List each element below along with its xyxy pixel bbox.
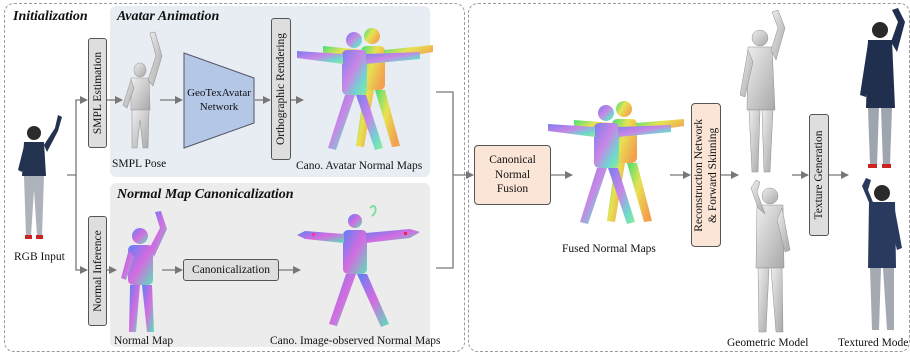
texture-generation-label: Texture Generation: [813, 130, 825, 220]
normal-inference-box: Normal Inference: [88, 216, 107, 326]
canonicalization-box: Canonicalization: [183, 259, 279, 281]
cano-image-observed-normal-maps-image: [297, 205, 420, 327]
textured-model-back-image: [862, 178, 902, 330]
initialization-title: Initialization: [13, 9, 88, 24]
cano-avatar-normal-maps-caption: Cano. Avatar Normal Maps: [296, 160, 423, 172]
cano-avatar-normal-maps-image: [297, 28, 433, 150]
geometric-model-caption: Geometric Model: [727, 337, 809, 349]
fused-normal-maps-image: [548, 101, 684, 224]
cano-image-observed-normal-maps-caption: Cano. Image-observed Normal Maps: [270, 335, 441, 347]
textured-model-front-image: [860, 8, 905, 168]
rgb-input-person-image: [18, 115, 62, 239]
smpl-estimation-label: SMPL Estimation: [91, 51, 104, 135]
left-panel: [4, 3, 465, 352]
normal-inference-label: Normal Inference: [91, 230, 104, 312]
geotexavatar-network-label: GeoTexAvatar Network: [187, 87, 251, 113]
rgb-input-caption: RGB Input: [14, 251, 65, 263]
smpl-pose-caption: SMPL Pose: [112, 158, 167, 170]
geotexavatar-network-shape: [183, 52, 255, 149]
avatar-animation-title: Avatar Animation: [117, 9, 220, 24]
orthographic-rendering-label: Orthographic Rendering: [275, 32, 287, 146]
texture-generation-box: Texture Generation: [809, 114, 829, 236]
orthographic-rendering-box: Orthographic Rendering: [271, 18, 291, 160]
normal-map-figure: [121, 211, 167, 332]
geometric-model-back-image: [750, 179, 791, 333]
canonical-normal-fusion-box: Canonical Normal Fusion: [474, 145, 551, 205]
normal-map-canonicalization-title: Normal Map Canonicalization: [117, 187, 294, 202]
smpl-pose-figure: [122, 31, 163, 149]
geometric-model-front-image: [739, 9, 786, 173]
smpl-estimation-box: SMPL Estimation: [88, 38, 107, 148]
fused-normal-maps-caption: Fused Normal Maps: [562, 243, 656, 255]
reconstruction-network-box: Reconstruction Network & Forward Skinnin…: [691, 103, 721, 247]
textured-model-caption: Textured Model: [838, 337, 909, 349]
normal-map-caption: Normal Map: [114, 335, 174, 347]
